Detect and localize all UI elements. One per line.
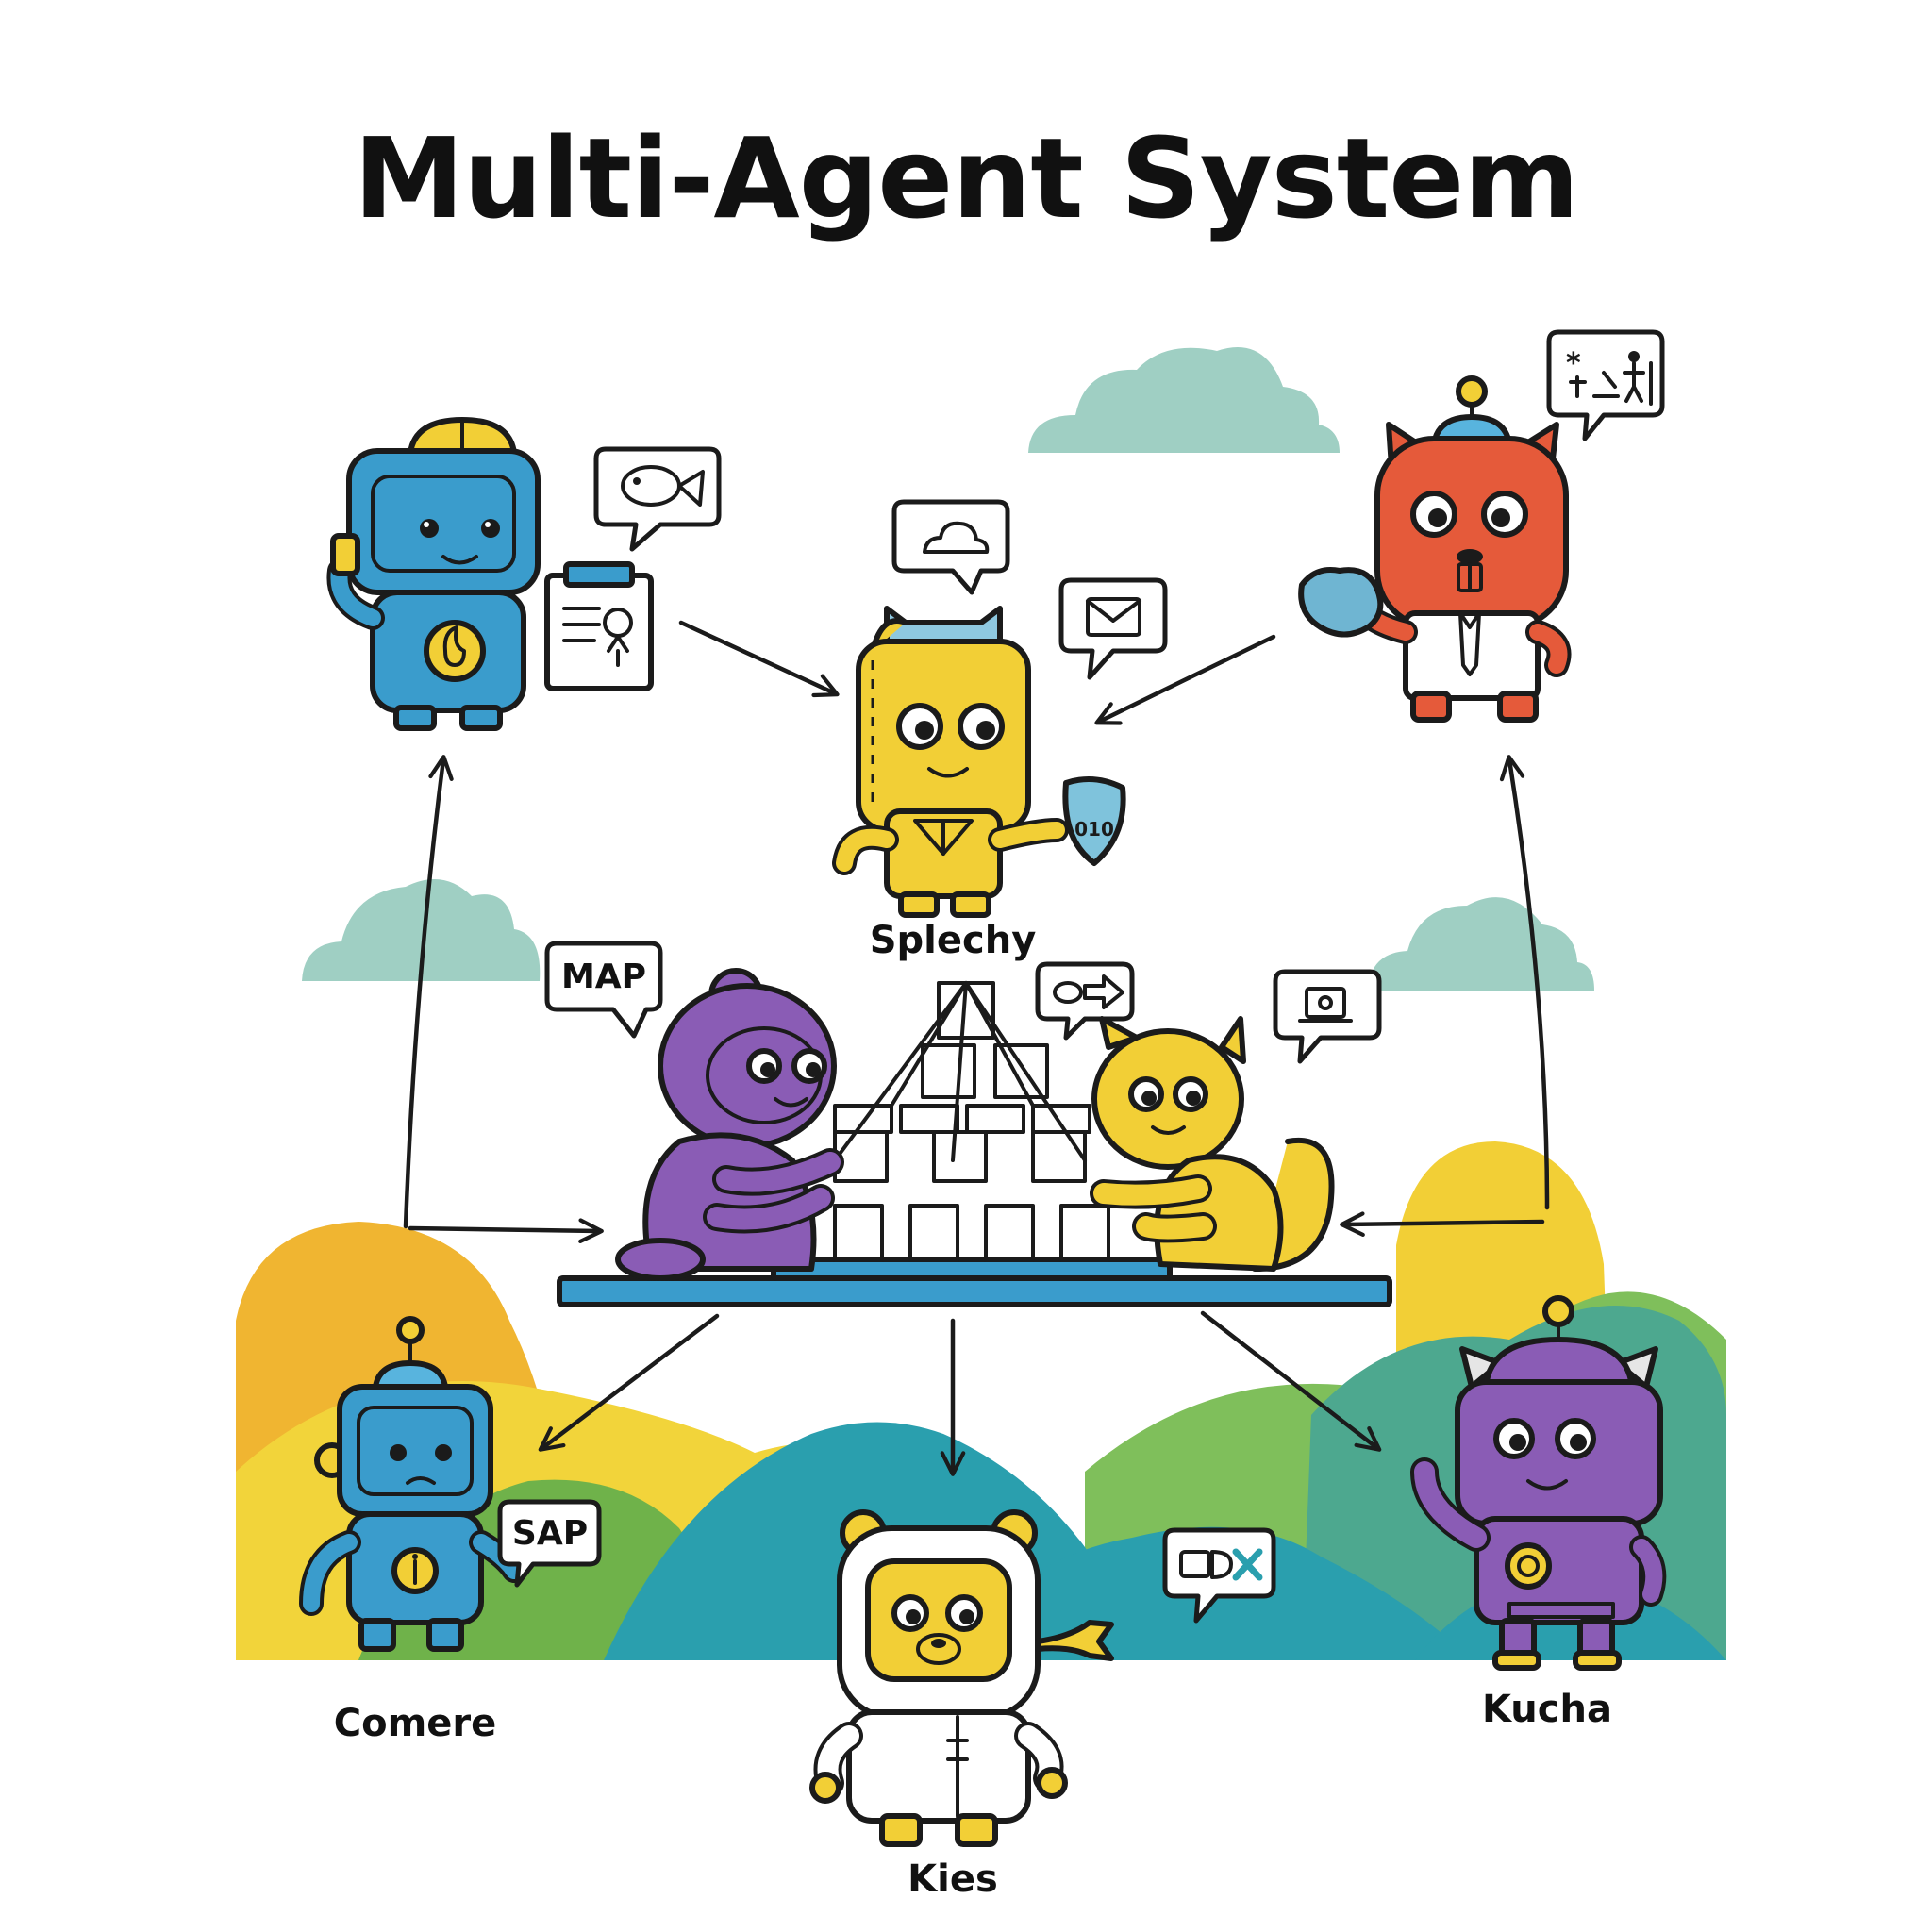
sap-bubble-text: SAP <box>512 1514 588 1553</box>
arrow-top-left-to-splechy <box>678 620 840 698</box>
envelope-icon <box>1086 597 1141 637</box>
cloud-middle-right <box>1368 897 1594 991</box>
agent-kies: Kies <box>809 1509 1114 1901</box>
agent-label-kucha: Kucha <box>1482 1688 1612 1731</box>
agent-comere: Comere <box>299 1316 526 1745</box>
laptop-icon <box>1298 987 1353 1023</box>
map-bubble-text: MAP <box>561 958 646 996</box>
svg-text:*: * <box>1566 347 1581 380</box>
arrow-top-right-to-splechy <box>1094 634 1276 725</box>
arrow-right-to-center <box>1340 1211 1545 1238</box>
arrow-left-to-center <box>408 1218 604 1244</box>
dx-icon <box>1179 1548 1263 1581</box>
fish-icon <box>621 465 705 507</box>
page-title: Multi-Agent System <box>353 113 1580 243</box>
cloud-top-right <box>1028 346 1340 453</box>
agent-label-splechy: Splechy <box>870 919 1037 962</box>
agent-top-right-red-beaver <box>1298 375 1572 723</box>
cloud-icon <box>923 521 990 554</box>
flow-arrows <box>403 620 1550 1476</box>
agent-label-comere: Comere <box>334 1702 497 1745</box>
shared-workbench <box>557 981 1392 1307</box>
speech-bubble-fish <box>593 446 722 552</box>
speech-bubble-dx <box>1162 1527 1276 1624</box>
speech-bubble-swap <box>1035 961 1135 1041</box>
speech-bubble-laptop <box>1273 969 1382 1064</box>
speech-bubble-cloud <box>891 499 1010 595</box>
swap-arrow-icon <box>1053 974 1124 1009</box>
speech-bubble-envelope <box>1058 577 1168 680</box>
code-badge-text: 010 <box>1074 818 1114 841</box>
speech-bubble-sap: SAP <box>497 1499 602 1588</box>
agent-yellow-cat <box>1090 1016 1335 1272</box>
arrow-right-to-top-right <box>1499 755 1550 1210</box>
cloud-middle-left <box>302 879 541 981</box>
people-icon: * <box>1566 347 1653 406</box>
agent-top-left-blue-robot <box>326 417 654 731</box>
speech-bubble-people: * <box>1546 329 1665 441</box>
agent-kucha: Kucha <box>1410 1295 1667 1731</box>
arrow-table-to-comere <box>538 1313 720 1452</box>
agent-purple-bear <box>615 968 844 1281</box>
arrow-left-to-top-left <box>403 755 454 1229</box>
speech-bubble-map: MAP <box>544 941 663 1039</box>
agent-label-kies: Kies <box>908 1857 998 1901</box>
arrow-table-to-kucha <box>1200 1310 1382 1452</box>
agent-splechy: 010 Splechy <box>832 606 1126 962</box>
